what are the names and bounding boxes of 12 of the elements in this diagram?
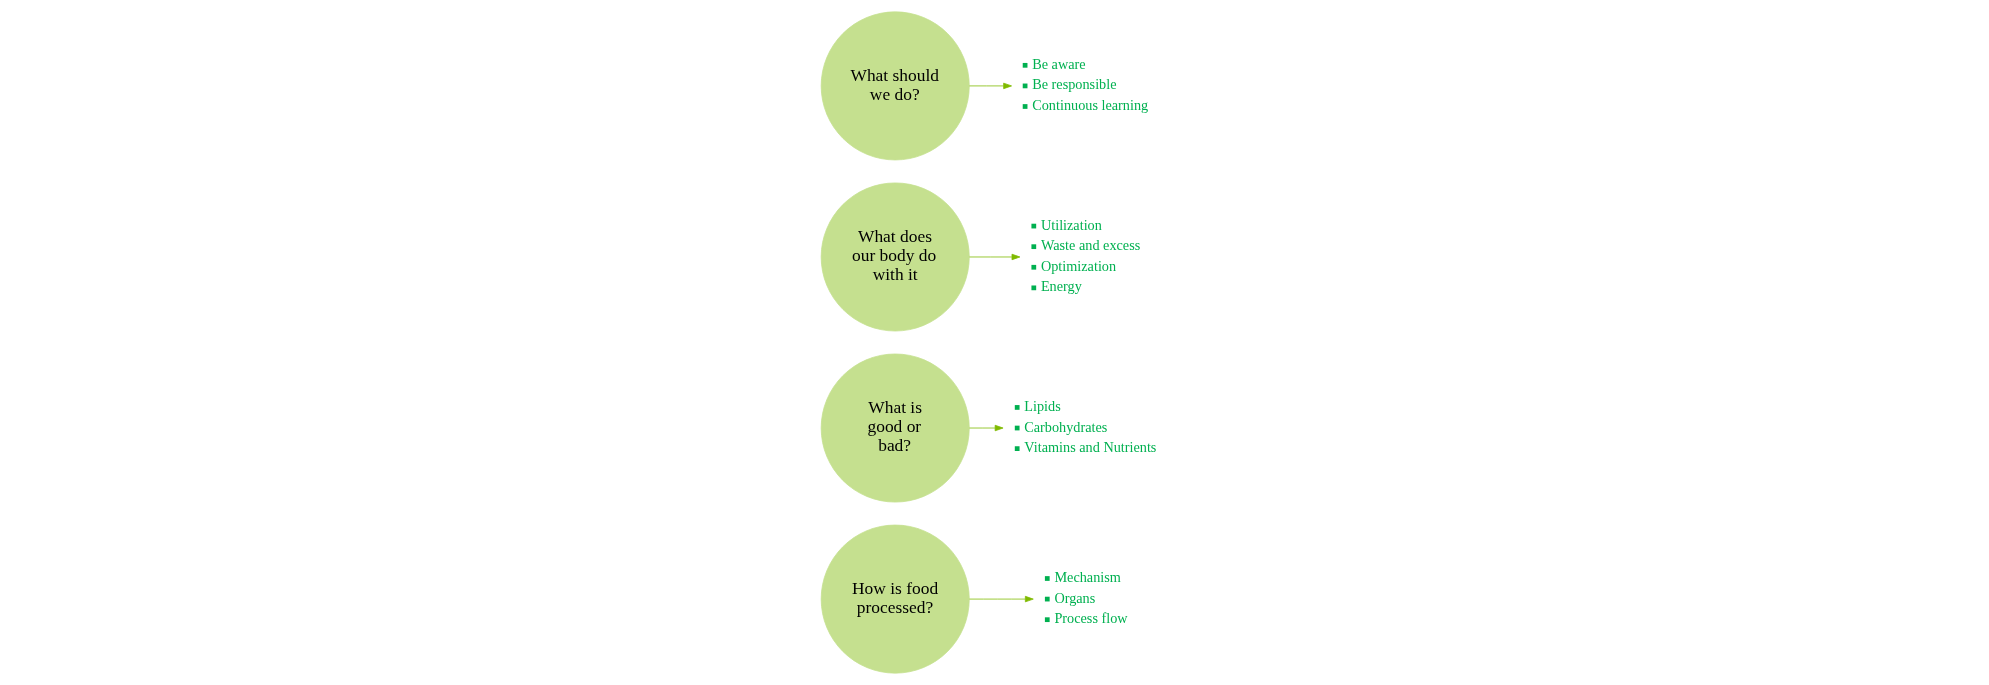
node-text: Be aware Be responsible Continuous learning [1031, 55, 1148, 113]
node-circle: What should we do? [820, 11, 970, 161]
node-circle: What is good or bad? [820, 353, 970, 503]
node-text: Utilization Waste and excess Optimization Energy [1040, 216, 1140, 295]
node-text: Mechanism Organs Process flow [1053, 568, 1128, 627]
arrow [968, 82, 1012, 90]
node-circle: What does our body do with it [820, 182, 970, 332]
arrow [968, 253, 1020, 261]
arrow [968, 595, 1034, 603]
node-text: Lipids Carbohydrates Vitamins and Nutrients [1023, 397, 1156, 456]
node-circle: How is food processed? [820, 524, 970, 674]
arrow [968, 424, 1003, 432]
